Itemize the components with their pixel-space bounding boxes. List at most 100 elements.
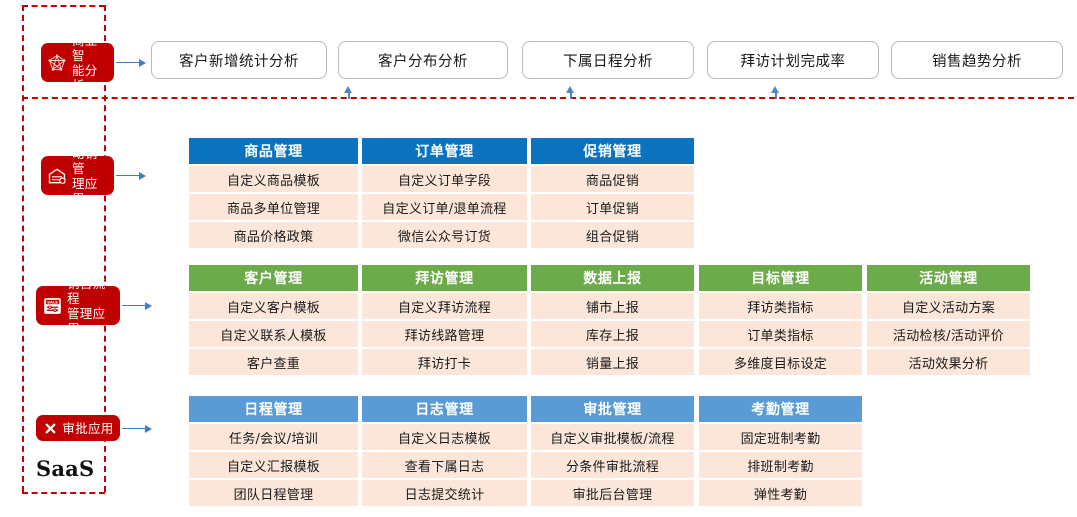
card-activity-management[interactable]: 活动管理 自定义活动方案 活动检核/活动评价 活动效果分析 [867,265,1030,375]
card-item[interactable]: 订单促销 [531,194,694,220]
card-item[interactable]: 自定义订单字段 [362,166,527,192]
card-log-management[interactable]: 日志管理 自定义日志模板 查看下属日志 日志提交统计 [362,396,527,506]
card-item[interactable]: 自定义客户模板 [189,293,358,319]
card-item[interactable]: 弹性考勤 [699,480,862,506]
card-item[interactable]: 固定班制考勤 [699,424,862,450]
sidebar-item-approval-app[interactable]: 审批应用 [36,415,120,441]
card-header: 促销管理 [531,138,694,164]
card-item[interactable]: 分条件审批流程 [531,452,694,478]
card-item[interactable]: 组合促销 [531,222,694,248]
up-arrow-marker-1 [344,86,353,99]
card-item[interactable]: 铺市上报 [531,293,694,319]
card-item[interactable]: 拜访类指标 [699,293,862,319]
card-body: 自定义拜访流程 拜访线路管理 拜访打卡 [362,293,527,375]
card-approval-management[interactable]: 审批管理 自定义审批模板/流程 分条件审批流程 审批后台管理 [531,396,694,506]
card-header: 考勤管理 [699,396,862,422]
card-item[interactable]: 活动效果分析 [867,349,1030,375]
card-header: 数据上报 [531,265,694,291]
connector-arrow-sales [122,301,152,310]
card-order-management[interactable]: 订单管理 自定义订单字段 自定义订单/退单流程 微信公众号订货 [362,138,527,248]
card-body: 铺市上报 库存上报 销量上报 [531,293,694,375]
card-title: 活动管理 [919,271,978,287]
card-item[interactable]: 微信公众号订货 [362,222,527,248]
card-header: 商品管理 [189,138,358,164]
card-attendance-management[interactable]: 考勤管理 固定班制考勤 排班制考勤 弹性考勤 [699,396,862,506]
bi-pill-label: 销售趋势分析 [932,53,1022,70]
card-data-reporting[interactable]: 数据上报 铺市上报 库存上报 销量上报 [531,265,694,375]
card-item[interactable]: 自定义审批模板/流程 [531,424,694,450]
card-item[interactable]: 商品价格政策 [189,222,358,248]
card-item[interactable]: 多维度目标设定 [699,349,862,375]
sidebar-item-sales-process-app[interactable]: SALE 销售流程 管理应用 [36,276,120,336]
card-body: 自定义商品模板 商品多单位管理 商品价格政策 [189,166,358,248]
bi-pill-0[interactable]: 客户新增统计分析 [151,41,327,79]
sidebar-item-bi-analysis[interactable]: 商业智 能分析 [41,33,114,93]
card-body: 任务/会议/培训 自定义汇报模板 团队日程管理 [189,424,358,506]
card-item[interactable]: 任务/会议/培训 [189,424,358,450]
card-customer-management[interactable]: 客户管理 自定义客户模板 自定义联系人模板 客户查重 [189,265,358,375]
card-title: 促销管理 [583,144,642,160]
card-item[interactable]: 自定义活动方案 [867,293,1030,319]
card-target-management[interactable]: 目标管理 拜访类指标 订单类指标 多维度目标设定 [699,265,862,375]
card-item[interactable]: 自定义汇报模板 [189,452,358,478]
card-item[interactable]: 自定义日志模板 [362,424,527,450]
card-header: 拜访管理 [362,265,527,291]
connector-arrow-bi [116,58,146,67]
card-visit-management[interactable]: 拜访管理 自定义拜访流程 拜访线路管理 拜访打卡 [362,265,527,375]
card-item[interactable]: 销量上报 [531,349,694,375]
up-arrow-marker-3 [771,86,780,99]
card-body: 商品促销 订单促销 组合促销 [531,166,694,248]
bi-pill-3[interactable]: 拜访计划完成率 [707,41,879,79]
card-body: 自定义订单字段 自定义订单/退单流程 微信公众号订货 [362,166,527,248]
card-item[interactable]: 审批后台管理 [531,480,694,506]
card-body: 自定义活动方案 活动检核/活动评价 活动效果分析 [867,293,1030,375]
card-title: 日程管理 [244,402,303,418]
card-body: 自定义审批模板/流程 分条件审批流程 审批后台管理 [531,424,694,506]
card-title: 日志管理 [415,402,474,418]
card-body: 拜访类指标 订单类指标 多维度目标设定 [699,293,862,375]
bi-pill-4[interactable]: 销售趋势分析 [891,41,1063,79]
sale-tag-icon: SALE [41,295,63,317]
connector-arrow-dongxiao [116,171,146,180]
sidebar-item-label: 动销管 理应用 [72,145,98,206]
card-title: 目标管理 [751,271,810,287]
sidebar-item-label: 商业智 能分析 [72,32,98,93]
card-item[interactable]: 商品促销 [531,166,694,192]
card-item[interactable]: 排班制考勤 [699,452,862,478]
card-item[interactable]: 拜访线路管理 [362,321,527,347]
card-item[interactable]: 订单类指标 [699,321,862,347]
card-item[interactable]: 自定义拜访流程 [362,293,527,319]
card-body: 自定义日志模板 查看下属日志 日志提交统计 [362,424,527,506]
card-schedule-management[interactable]: 日程管理 任务/会议/培训 自定义汇报模板 团队日程管理 [189,396,358,506]
card-item[interactable]: 库存上报 [531,321,694,347]
sidebar-item-label: 销售流程 管理应用 [67,275,106,336]
card-header: 客户管理 [189,265,358,291]
card-item[interactable]: 拜访打卡 [362,349,527,375]
bi-pill-2[interactable]: 下属日程分析 [522,41,694,79]
bi-pill-1[interactable]: 客户分布分析 [338,41,508,79]
warehouse-icon [46,165,68,187]
card-product-management[interactable]: 商品管理 自定义商品模板 商品多单位管理 商品价格政策 [189,138,358,248]
sidebar-item-dongxiao-app[interactable]: 动销管 理应用 [41,146,114,206]
card-item[interactable]: 团队日程管理 [189,480,358,506]
card-item[interactable]: 商品多单位管理 [189,194,358,220]
card-item[interactable]: 活动检核/活动评价 [867,321,1030,347]
card-title: 拜访管理 [415,271,474,287]
card-promotion-management[interactable]: 促销管理 商品促销 订单促销 组合促销 [531,138,694,248]
card-header: 日程管理 [189,396,358,422]
card-item[interactable]: 查看下属日志 [362,452,527,478]
dashed-vertical-line-left [22,5,24,492]
dashed-horizontal-divider-top [22,5,105,7]
svg-text:SALE: SALE [47,300,58,305]
dashed-horizontal-separator [22,97,1074,99]
card-item[interactable]: 自定义商品模板 [189,166,358,192]
card-item[interactable]: 日志提交统计 [362,480,527,506]
card-item[interactable]: 自定义联系人模板 [189,321,358,347]
bi-pill-label: 客户新增统计分析 [179,53,299,70]
card-title: 数据上报 [583,271,642,287]
card-item[interactable]: 客户查重 [189,349,358,375]
card-title: 审批管理 [583,402,642,418]
network-graph-icon [46,52,68,74]
card-item[interactable]: 自定义订单/退单流程 [362,194,527,220]
card-title: 客户管理 [244,271,303,287]
